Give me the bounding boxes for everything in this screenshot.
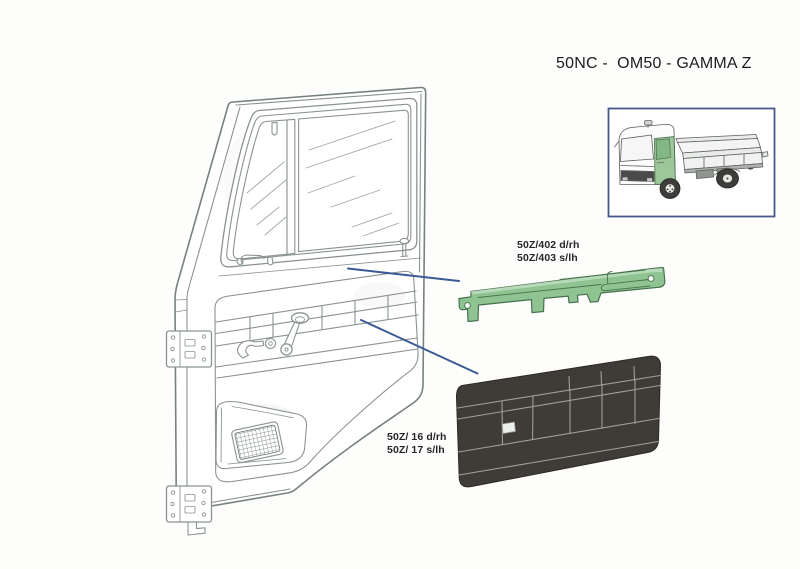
door-panel-lines — [214, 270, 419, 483]
door-trim-panel-part-illustration — [455, 355, 661, 488]
callout-line-trim-panel — [360, 319, 479, 375]
callout-line-window-rail — [347, 267, 460, 282]
truck-drawing — [614, 120, 769, 199]
part-number-line: 50Z/403 s/lh — [517, 251, 578, 264]
rear-pane — [298, 109, 409, 253]
window-catch-handle — [240, 254, 265, 265]
window-latch-tab — [271, 121, 278, 136]
part-number-line: 50Z/ 16 d/rh — [387, 431, 447, 443]
speaker-grille — [231, 421, 284, 464]
door-hinge-lower — [165, 485, 213, 536]
part-label-window-rail: 50Z/402 d/rh 50Z/403 s/lh — [517, 239, 579, 264]
door-hinge-upper — [165, 330, 213, 368]
page-title: 50NC - OM50 - GAMMA Z — [556, 55, 752, 72]
sliding-window — [232, 109, 410, 266]
window-crank-handle — [280, 312, 310, 356]
panel-handle-cutout — [501, 421, 516, 434]
door-pull-handle — [237, 337, 277, 359]
part-number-line: 50Z/ 17 s/lh — [387, 443, 445, 456]
truck-thumbnail — [607, 107, 776, 218]
part-number-line: 50Z/402 d/rh — [517, 239, 580, 251]
part-label-trim-panel: 50Z/ 16 d/rh 50Z/ 17 s/lh — [387, 431, 447, 456]
truck-door-illustration — [165, 86, 427, 536]
window-rail-part-illustration — [458, 266, 666, 323]
front-pane — [232, 119, 288, 260]
window-stop-pin — [399, 237, 410, 258]
speaker-pocket — [215, 400, 308, 470]
pane-divider — [286, 118, 296, 255]
